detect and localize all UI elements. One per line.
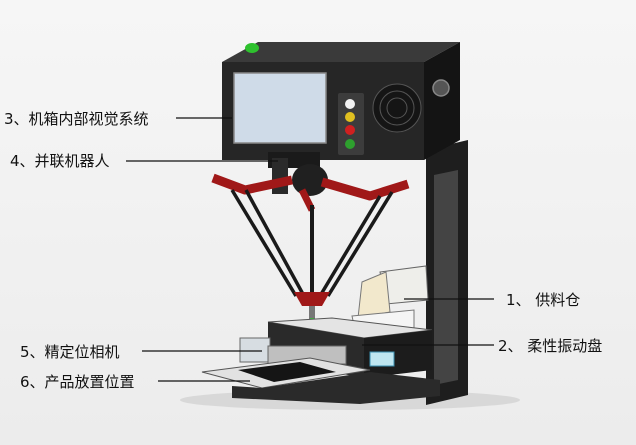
yellow-button-icon — [345, 112, 355, 122]
delta-arm-left — [211, 173, 293, 195]
side-port-icon — [432, 79, 450, 97]
label-parallel-robot: 4、并联机器人 — [10, 152, 110, 170]
label-hopper: 1、 供料仓 — [506, 291, 581, 309]
cabinet-side — [424, 42, 460, 160]
button-panel — [338, 93, 364, 155]
positioning-camera — [239, 337, 271, 363]
label-flex-plate: 2、 柔性振动盘 — [498, 337, 603, 355]
delta-arm-right — [320, 177, 410, 201]
end-effector — [294, 292, 330, 306]
green-button-icon — [345, 139, 355, 149]
label-vision-system: 3、机箱内部视觉系统 — [4, 110, 149, 128]
column-slot — [434, 170, 458, 385]
white-button-icon — [345, 99, 355, 109]
red-button-icon — [345, 125, 355, 135]
cabinet-top — [222, 42, 460, 62]
status-lamp-icon — [245, 43, 259, 53]
rod — [230, 189, 298, 297]
label-positioning-camera: 5、精定位相机 — [20, 343, 120, 361]
label-placement-position: 6、产品放置位置 — [20, 373, 135, 391]
robot-motor — [292, 164, 328, 196]
touch-screen — [233, 72, 327, 144]
machine-base — [232, 372, 440, 404]
